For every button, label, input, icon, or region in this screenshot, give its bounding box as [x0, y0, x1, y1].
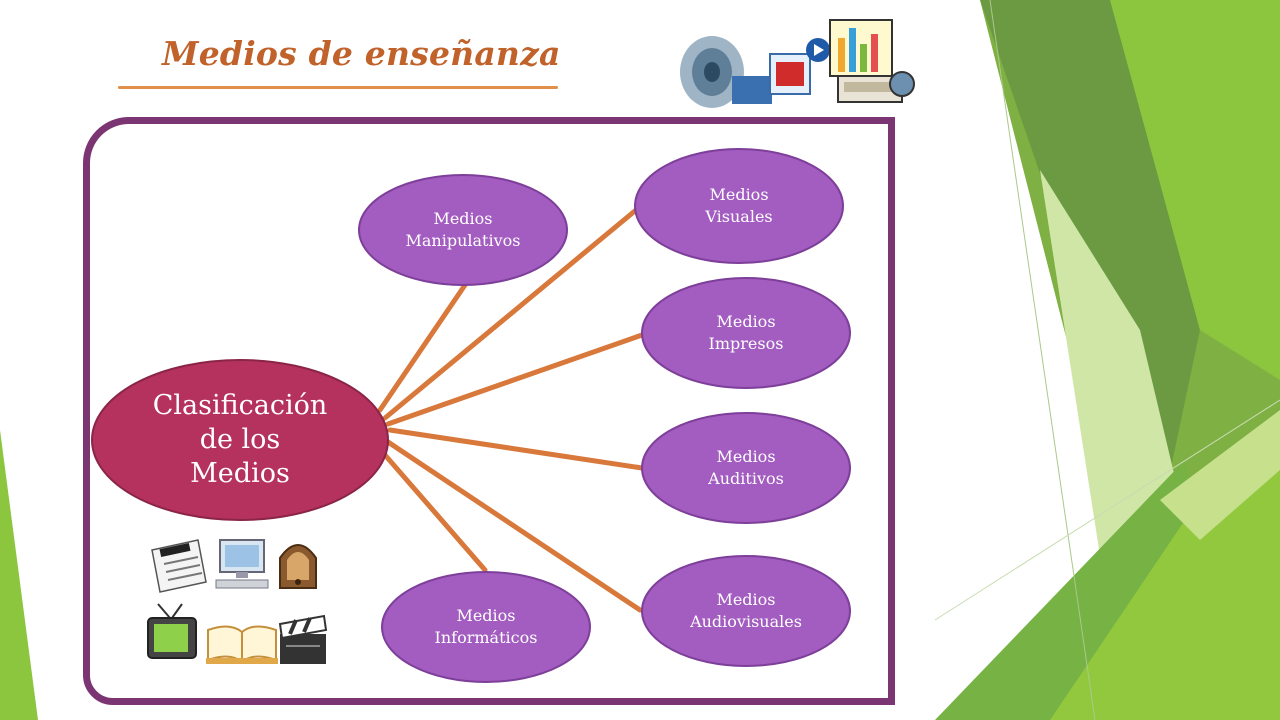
node-label-informaticos: Medios Informáticos — [434, 606, 538, 647]
node-label-visuales: Medios Visuales — [705, 185, 773, 226]
book-icon — [206, 625, 278, 665]
speaker-computer-clipart-icon — [680, 36, 830, 108]
node-audiovisuales — [641, 555, 851, 667]
node-impresos — [641, 277, 851, 389]
clapperboard-icon — [278, 614, 328, 664]
connector-manipulativos — [377, 282, 468, 413]
connector-impresos — [385, 332, 645, 427]
connector-auditivos — [387, 427, 645, 471]
node-label-manipulativos: Medios Manipulativos — [405, 209, 521, 250]
connector-lines — [377, 207, 645, 613]
chart-projector-clipart-icon — [829, 19, 915, 103]
node-label-audiovisuales: Medios Audiovisuales — [690, 590, 802, 631]
media-clipart-group — [680, 19, 915, 108]
connector-audiovisuales — [382, 437, 643, 613]
node-label-impresos: Medios Impresos — [708, 312, 784, 353]
node-label-auditivos: Medios Auditivos — [708, 447, 784, 488]
radio-icon — [279, 544, 317, 589]
connector-visuales — [382, 207, 639, 421]
connector-informaticos — [382, 452, 488, 573]
diagram-frame — [83, 117, 895, 705]
node-visuales — [634, 148, 844, 264]
slide-title: Medios de enseñanza — [162, 34, 561, 73]
node-informaticos — [381, 571, 591, 683]
node-manipulativos — [358, 174, 568, 286]
newspaper-icon — [151, 539, 207, 593]
center-node-label: Clasificación de los Medios — [152, 390, 328, 489]
center-ellipse — [91, 359, 389, 521]
node-auditivos — [641, 412, 851, 524]
media-icons-collage — [147, 539, 328, 665]
computer-icon — [215, 539, 269, 589]
title-underline — [118, 86, 558, 89]
television-icon — [147, 603, 197, 659]
